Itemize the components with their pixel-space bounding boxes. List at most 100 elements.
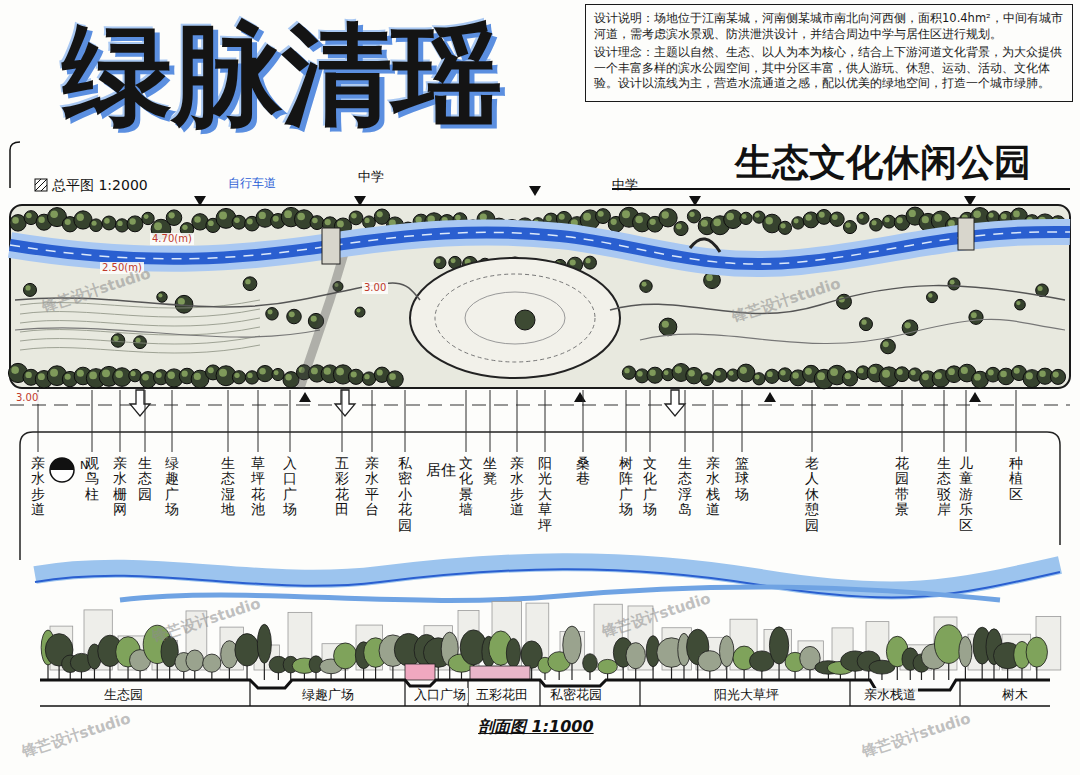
tree-canopy (596, 209, 611, 224)
tree-highlight (129, 218, 135, 224)
zone-callout: 篮球场 (735, 456, 749, 502)
tree-highlight (961, 367, 968, 374)
plaza-tree (515, 310, 535, 330)
tree-highlight (858, 368, 863, 373)
tree-highlight (259, 368, 265, 374)
tree-canopy (598, 659, 618, 673)
watermark: 锋芒设计studio (860, 710, 973, 761)
tree-highlight (570, 259, 576, 265)
plan-label: 中学 (612, 178, 638, 193)
tree-highlight (701, 220, 708, 227)
tree-highlight (845, 373, 851, 379)
tree-canopy (142, 212, 154, 224)
callout-frame (20, 432, 1060, 560)
tree-highlight (740, 367, 747, 374)
zone-callout: 阳光大草坪 (538, 456, 552, 533)
tree-highlight (950, 280, 955, 285)
tree-highlight (324, 368, 331, 375)
section-label: 亲水栈道 (862, 688, 918, 703)
tree-highlight (289, 311, 295, 317)
tree-highlight (1026, 372, 1033, 379)
tree-highlight (897, 369, 903, 375)
tree-highlight (219, 211, 227, 219)
tree-canopy (674, 221, 688, 235)
tree-canopy (701, 373, 714, 386)
plan-frame (10, 205, 1070, 388)
tree-canopy (969, 310, 983, 324)
tree-canopy (257, 624, 271, 663)
tree-highlight (194, 216, 201, 223)
tree-highlight (546, 215, 552, 221)
frame-corner (10, 142, 20, 188)
leader-line (742, 390, 743, 452)
tree-highlight (38, 373, 45, 380)
leader-line (258, 390, 259, 452)
tree-canopy (626, 643, 645, 669)
leader-line (685, 390, 686, 452)
tree-highlight (662, 211, 669, 218)
tree-canopy (235, 634, 259, 666)
tree-canopy (881, 339, 896, 354)
tree-highlight (65, 219, 71, 225)
leader-line (228, 390, 229, 452)
tree-highlight (883, 341, 889, 347)
tree-highlight (583, 213, 591, 221)
tree-highlight (624, 368, 629, 373)
tree-highlight (92, 221, 97, 226)
tree-highlight (77, 370, 84, 377)
zone-callout: 生态驳岸 (937, 456, 951, 518)
tree-highlight (325, 219, 331, 225)
dimension-label: 3.00 (14, 392, 40, 404)
zone-callout: 观鸟柱 (85, 456, 99, 502)
zone-callout: 入口广场 (283, 456, 297, 518)
leader-line (517, 390, 518, 452)
tree-highlight (208, 367, 214, 373)
tree-highlight (389, 373, 396, 380)
watermark: 锋芒设计studio (600, 590, 713, 641)
plan-label: 中学 (358, 170, 384, 185)
water-band (35, 562, 1060, 590)
tree-canopy (111, 334, 125, 348)
zone-callout: 私密小花园 (398, 456, 412, 533)
tree-canopy (349, 211, 363, 225)
zone-callout: 亲水步道 (31, 456, 45, 518)
bridge (958, 218, 974, 250)
zone-callout: 绿趣广场 (165, 456, 179, 518)
tree-canopy (243, 277, 257, 291)
tree-highlight (689, 212, 694, 217)
tree-highlight (113, 336, 118, 341)
tree-highlight (897, 217, 903, 223)
tree-highlight (247, 219, 253, 225)
bridge (322, 228, 340, 264)
flower-bed (405, 664, 435, 680)
tree-canopy (506, 638, 520, 667)
tree-canopy (792, 217, 804, 229)
tree-canopy (175, 295, 193, 313)
tree-canopy (895, 367, 910, 382)
leader-line (944, 390, 945, 452)
tree-canopy (186, 650, 204, 671)
tree-highlight (117, 221, 122, 226)
tree-canopy (363, 216, 376, 229)
tree-highlight (675, 366, 682, 373)
tree-highlight (158, 293, 162, 297)
tree-highlight (688, 370, 695, 377)
zone-callout: 亲水步道 (510, 456, 524, 518)
zone-callout: 老人休憩园 (805, 456, 819, 533)
tree-highlight (792, 372, 798, 378)
tree-canopy (334, 643, 357, 669)
section-label: 入口广场 (412, 688, 468, 703)
tree-highlight (755, 213, 760, 218)
road-centre (10, 404, 1070, 405)
tree-highlight (830, 368, 838, 376)
section-label: 树木 (1000, 688, 1030, 703)
tree-highlight (311, 367, 318, 374)
plaza (410, 258, 620, 378)
tree-highlight (1014, 368, 1020, 374)
tree-highlight (50, 369, 58, 377)
dimension-label: 3.00 (362, 282, 388, 294)
watermark: 锋芒设计studio (150, 595, 263, 646)
hatch-square (35, 179, 47, 191)
leader-line (626, 390, 627, 452)
tree-canopy (272, 368, 284, 380)
